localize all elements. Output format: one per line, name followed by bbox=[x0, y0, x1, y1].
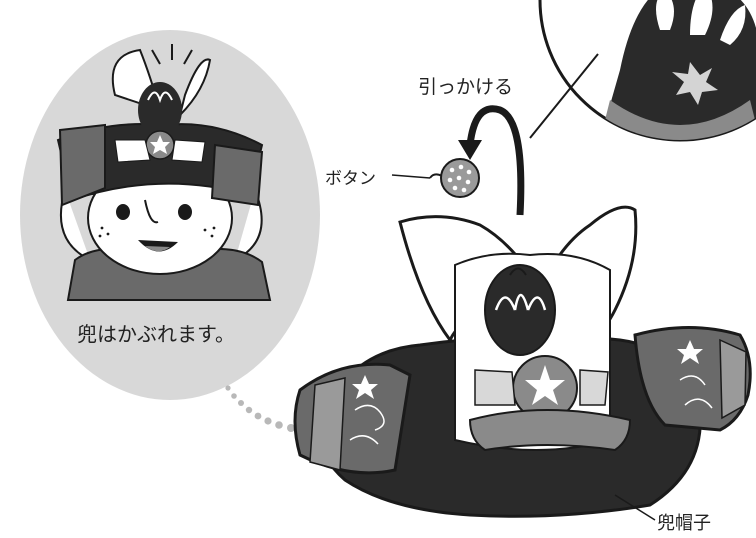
leader-line-hat bbox=[614, 494, 656, 521]
leader-line bbox=[529, 53, 599, 139]
button-label: ボタン bbox=[325, 169, 376, 189]
sparkle-lines-icon bbox=[151, 44, 193, 65]
child-with-helmet bbox=[56, 44, 272, 301]
button-icon bbox=[391, 158, 480, 198]
wear-caption: 兜はかぶれます。 bbox=[77, 322, 235, 346]
zoom-detail-circle bbox=[538, 0, 756, 142]
hook-label: 引っかける bbox=[418, 76, 514, 98]
helmet-cap-label: 兜帽子 bbox=[657, 513, 711, 534]
arrow-curve-icon bbox=[458, 105, 525, 216]
helmet-main bbox=[293, 205, 752, 518]
